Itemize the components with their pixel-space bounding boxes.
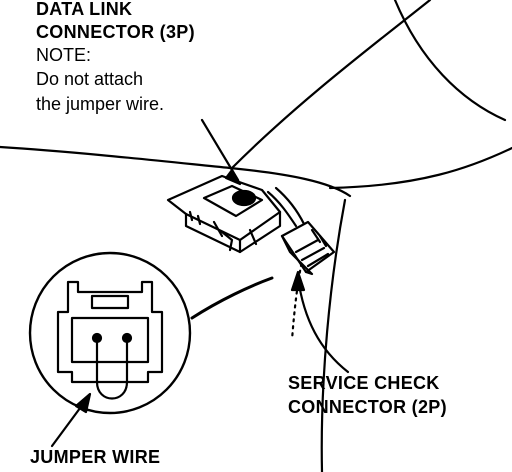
arrowhead-data-link xyxy=(224,168,242,186)
jumper-wire-label: JUMPER WIRE xyxy=(30,447,161,467)
data-link-label-line2: CONNECTOR (3P) xyxy=(36,22,195,42)
leader-service-check xyxy=(296,276,350,374)
data-link-connector-icon xyxy=(166,174,282,254)
magnified-connector-icon xyxy=(28,251,192,415)
jumper-wire-icon xyxy=(95,336,129,400)
data-link-label-line1: DATA LINK xyxy=(36,0,133,19)
arrowhead-service-check xyxy=(290,270,306,292)
wire-harness-2 xyxy=(274,186,306,226)
note-line-1: Do not attach xyxy=(36,69,144,89)
service-check-label-line1: SERVICE CHECK xyxy=(288,373,440,393)
arrowhead-jumper-wire xyxy=(74,392,92,414)
service-check-connector-icon xyxy=(280,220,336,276)
note-heading: NOTE: xyxy=(36,45,92,65)
wire-harness xyxy=(266,190,298,228)
detail-lead-line xyxy=(190,276,274,320)
service-check-label-line2: CONNECTOR (2P) xyxy=(288,397,447,417)
note-line-2: the jumper wire. xyxy=(36,94,165,114)
